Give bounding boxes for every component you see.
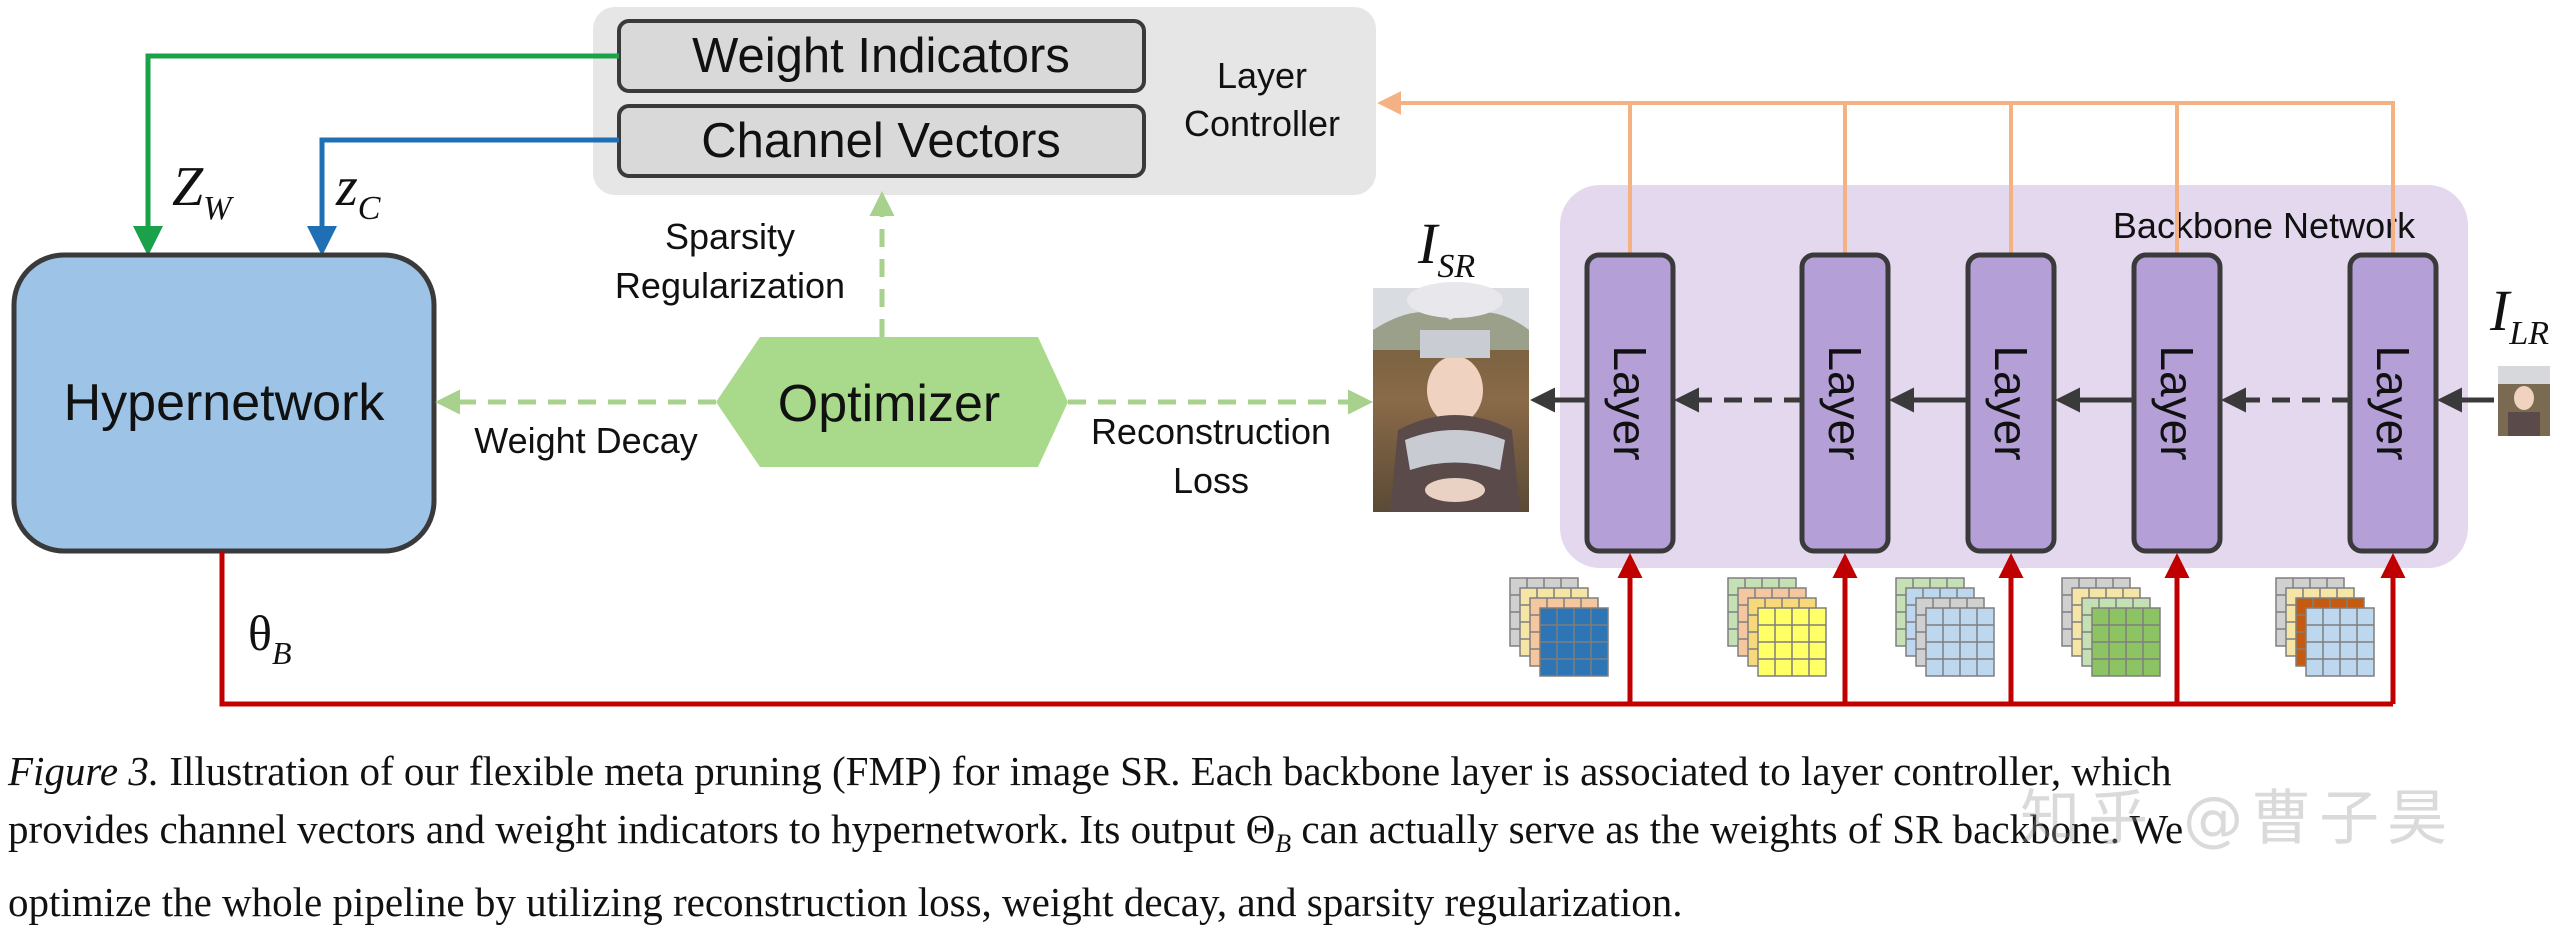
caption-line-1-text: Illustration of our flexible meta prunin… xyxy=(169,748,2172,794)
caption-line-2: provides channel vectors and weight indi… xyxy=(8,800,2556,873)
weight-grid-stack xyxy=(2061,577,2161,677)
caption-figure-label: Figure 3. xyxy=(8,748,160,794)
reconstruction-label-line2: Loss xyxy=(1173,460,1249,501)
fmp-diagram: Weight Indicators Channel Vectors Layer … xyxy=(11,7,2550,707)
isr-label: ISR xyxy=(1417,211,1475,285)
ilr-label: ILR xyxy=(2489,278,2549,352)
layer-1-label: Layer xyxy=(1604,345,1656,460)
weight-grids xyxy=(1509,577,2375,677)
layer-controller-label-line2: Controller xyxy=(1184,103,1340,144)
sr-output-image xyxy=(1373,282,1529,512)
zw-arrow xyxy=(133,53,619,256)
hypernetwork-label: Hypernetwork xyxy=(64,374,386,432)
weight-grid-stack xyxy=(1509,577,1609,677)
figure-caption: Figure 3. Illustration of our flexible m… xyxy=(8,742,2556,931)
optimizer-label: Optimizer xyxy=(778,375,1000,433)
layer-2-label: Layer xyxy=(1819,345,1871,460)
lr-input-image xyxy=(2498,366,2550,436)
layer-1: Layer xyxy=(1584,252,1676,554)
controller-links xyxy=(1377,91,2395,255)
sparsity-label-line2: Regularization xyxy=(615,265,845,306)
weight-grid-stack xyxy=(1727,577,1827,677)
channel-vectors-label: Channel Vectors xyxy=(701,114,1061,168)
reconstruction-label-line1: Reconstruction xyxy=(1091,411,1331,452)
layer-3-label: Layer xyxy=(1985,345,2037,460)
caption-line-2-post: can actually serve as the weights of SR … xyxy=(1301,806,2184,852)
theta-b-label: θB xyxy=(248,605,292,671)
caption-theta-symbol: ΘB xyxy=(1245,806,1292,859)
zc-label: zC xyxy=(335,156,381,227)
layer-4-label: Layer xyxy=(2151,345,2203,460)
layer-4: Layer xyxy=(2131,252,2223,554)
layer-3: Layer xyxy=(1965,252,2057,554)
layer-controller-label-line1: Layer xyxy=(1217,55,1307,96)
zc-arrow xyxy=(307,137,619,256)
caption-line-1: Figure 3. Illustration of our flexible m… xyxy=(8,742,2556,800)
weight-grid-stack xyxy=(1895,577,1995,677)
zw-label: ZW xyxy=(172,156,234,227)
optimizer-hexagon xyxy=(716,337,1068,467)
weight-indicators-label: Weight Indicators xyxy=(692,29,1070,83)
weight-decay-label: Weight Decay xyxy=(474,420,697,461)
layer-5-label: Layer xyxy=(2367,345,2419,460)
sparsity-label-line1: Sparsity xyxy=(665,216,795,257)
layer-5: Layer xyxy=(2347,252,2439,554)
backbone-network-label: Backbone Network xyxy=(2113,205,2416,246)
layer-2: Layer xyxy=(1799,252,1891,554)
theta-links xyxy=(219,551,2406,707)
caption-line-2-pre: provides channel vectors and weight indi… xyxy=(8,806,1236,852)
caption-line-3: optimize the whole pipeline by utilizing… xyxy=(8,879,1683,926)
weight-grid-stack xyxy=(2275,577,2375,677)
